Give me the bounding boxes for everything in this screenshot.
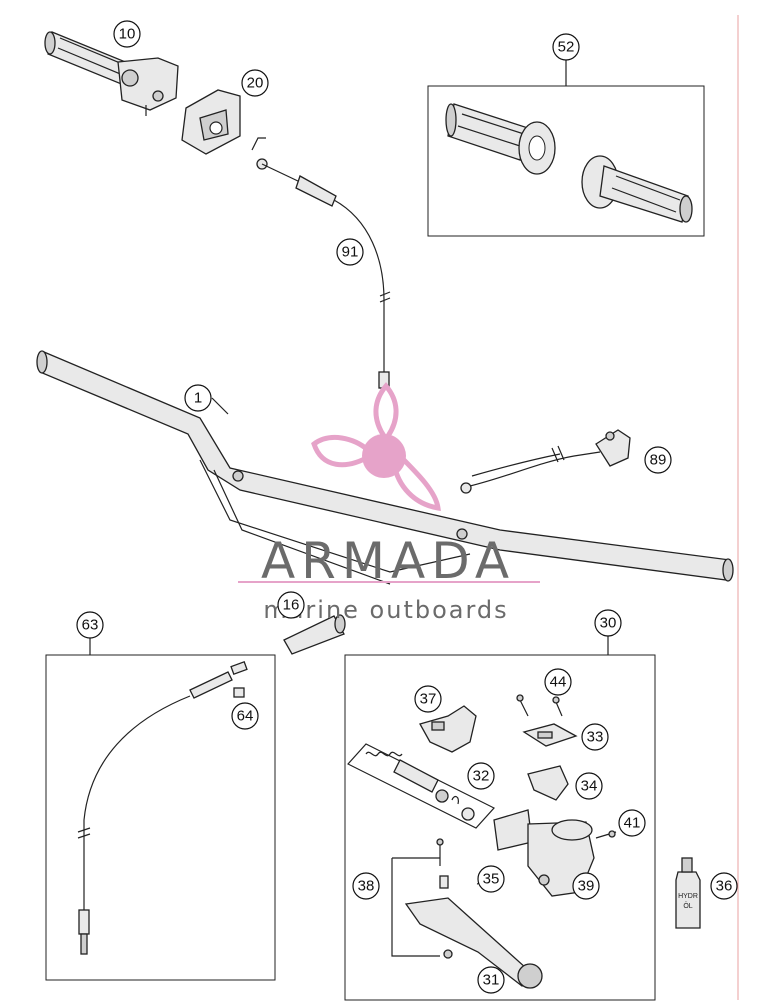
- part-grip-set: [445, 103, 693, 223]
- part-throttle-grip: [44, 31, 179, 116]
- part-reservoir-cover: [522, 723, 578, 747]
- brand-name: ARMADA: [261, 532, 515, 590]
- svg-text:33: 33: [587, 729, 604, 746]
- callout-16: 16: [277, 591, 305, 619]
- svg-text:52: 52: [558, 39, 575, 56]
- callout-52: 52: [552, 33, 580, 61]
- part-clutch-cable: [77, 661, 248, 955]
- callout-89: 89: [644, 446, 672, 474]
- part-throttle-cover: [181, 89, 241, 155]
- brand-logo: [311, 382, 441, 512]
- part-diaphragm: [527, 765, 569, 801]
- callout-63: 63: [76, 611, 104, 639]
- callout-64: 64: [231, 702, 259, 730]
- logo-blade-right: [391, 454, 441, 512]
- svg-text:31: 31: [483, 972, 500, 989]
- svg-text:39: 39: [578, 878, 595, 895]
- callout-20: 20: [241, 69, 269, 97]
- svg-text:35: 35: [483, 871, 500, 888]
- part-bar-end-plug: [283, 614, 346, 655]
- callout-37: 37: [414, 685, 442, 713]
- svg-text:89: 89: [650, 452, 667, 469]
- logo-blade-left: [311, 434, 372, 468]
- part-cover-screws: [516, 694, 563, 717]
- callout-10: 10: [113, 20, 141, 48]
- svg-text:64: 64: [237, 708, 254, 725]
- callout-33: 33: [581, 723, 609, 751]
- svg-text:91: 91: [342, 244, 359, 261]
- callout-36: 36: [710, 872, 738, 900]
- svg-text:63: 63: [82, 617, 99, 634]
- oil-label-line1: HYDR: [678, 893, 698, 900]
- callout-41: 41: [618, 809, 646, 837]
- group-box-30: [344, 654, 656, 1001]
- part-hydraulic-oil: HYDR ÖL: [675, 857, 701, 929]
- callout-34: 34: [575, 772, 603, 800]
- callout-35: 35: [477, 865, 505, 893]
- svg-text:41: 41: [624, 815, 641, 832]
- svg-text:10: 10: [119, 26, 136, 43]
- svg-text:38: 38: [358, 878, 375, 895]
- callout-32: 32: [467, 762, 495, 790]
- part-piston-kit: [347, 743, 495, 829]
- group-box-63: [45, 654, 276, 981]
- svg-text:32: 32: [473, 768, 490, 785]
- part-lever-assembly: [391, 838, 543, 989]
- callout-30: 30: [594, 609, 622, 637]
- svg-text:1: 1: [194, 390, 202, 407]
- callout-39: 39: [572, 872, 600, 900]
- logo-hub: [362, 434, 406, 478]
- logo-blade-top: [373, 382, 399, 438]
- callout-31: 31: [477, 966, 505, 994]
- svg-text:30: 30: [600, 615, 617, 632]
- svg-text:44: 44: [550, 674, 567, 691]
- svg-text:34: 34: [581, 778, 598, 795]
- svg-text:16: 16: [283, 597, 300, 614]
- part-handlebar: [36, 350, 734, 585]
- svg-text:37: 37: [420, 691, 437, 708]
- svg-text:20: 20: [247, 75, 264, 92]
- part-kill-switch: [460, 429, 631, 494]
- svg-text:36: 36: [716, 878, 733, 895]
- oil-label-line2: ÖL: [683, 902, 692, 910]
- callout-44: 44: [544, 668, 572, 696]
- part-throttle-cable: [251, 137, 391, 389]
- callout-1: 1: [184, 384, 212, 412]
- callout-91: 91: [336, 238, 364, 266]
- callout-38: 38: [352, 872, 380, 900]
- part-clamp: [419, 705, 477, 753]
